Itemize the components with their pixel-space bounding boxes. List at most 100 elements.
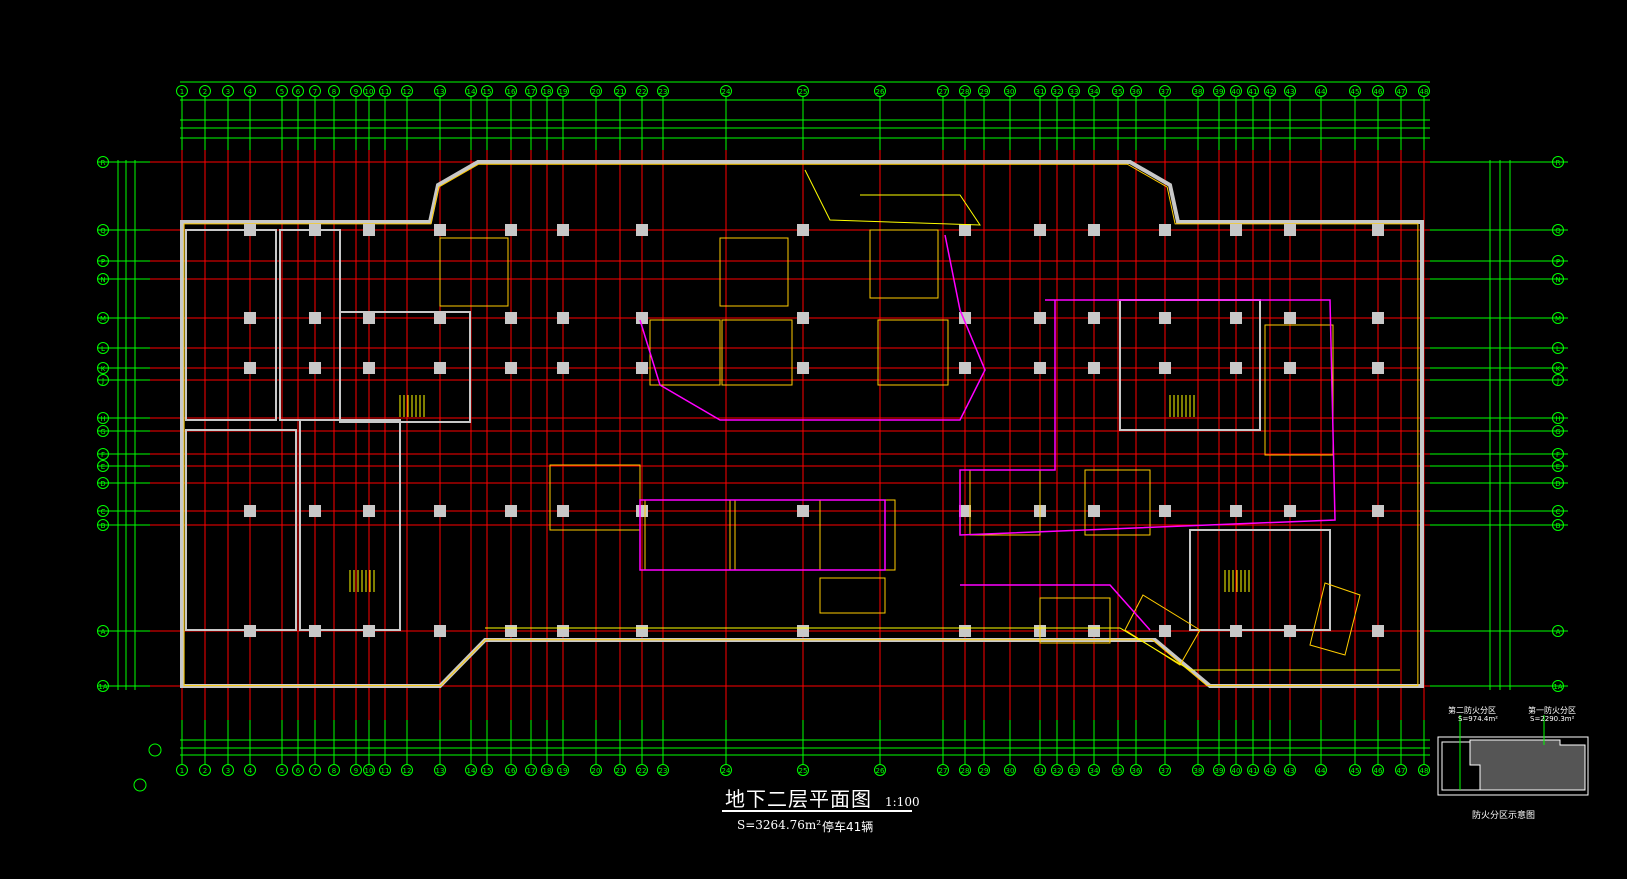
row-grid-bubble: [97, 412, 109, 424]
column-grid-label: 30: [1006, 767, 1015, 775]
structural-column: [797, 625, 809, 637]
column-grid-label: 6: [296, 767, 301, 775]
row-grid-bubble: [1552, 519, 1564, 531]
row-grid-label: N: [1555, 276, 1560, 284]
structural-column: [244, 505, 256, 517]
interior-room: [185, 429, 297, 631]
parking-bay: [649, 319, 721, 386]
column-grid-bubble: [590, 85, 602, 97]
row-grid-label: E: [101, 463, 105, 471]
structural-column: [1088, 312, 1100, 324]
column-grid-label: 43: [1286, 767, 1295, 775]
row-grid-label: A: [1556, 628, 1561, 636]
key-zone-2-area: S=974.4m²: [1458, 715, 1498, 723]
parking-bay: [549, 464, 641, 531]
structural-column: [1230, 505, 1242, 517]
column-grid-label: 11: [381, 88, 390, 96]
row-grid-label: G: [100, 428, 105, 436]
fire-zone-boundary: [639, 234, 986, 421]
structural-column: [309, 224, 321, 236]
row-grid-label: E: [1556, 463, 1560, 471]
column-grid-label: 48: [1420, 88, 1429, 96]
column-grid-label: 7: [313, 767, 317, 775]
row-grid-label: L: [101, 345, 105, 353]
structural-column: [244, 224, 256, 236]
structural-column: [1088, 224, 1100, 236]
column-grid-label: 41: [1249, 88, 1258, 96]
column-grid-label: 40: [1232, 88, 1241, 96]
column-grid-label: 20: [592, 767, 601, 775]
column-grid-bubble: [1315, 85, 1327, 97]
structural-column: [557, 224, 569, 236]
column-grid-label: 3: [226, 767, 230, 775]
row-grid-label: R: [1556, 159, 1561, 167]
structural-column: [1159, 625, 1171, 637]
structural-column: [309, 505, 321, 517]
column-grid-label: 37: [1161, 88, 1170, 96]
column-grid-bubble: [434, 764, 446, 776]
column-grid-bubble: [379, 764, 391, 776]
column-grid-label: 2: [203, 767, 207, 775]
structural-column: [363, 224, 375, 236]
column-grid-label: 37: [1161, 767, 1170, 775]
structural-column: [1230, 224, 1242, 236]
row-grid-bubble: [97, 374, 109, 386]
structural-column: [309, 312, 321, 324]
column-grid-bubble: [636, 764, 648, 776]
column-grid-label: 21: [616, 767, 625, 775]
row-grid-label: A: [101, 628, 106, 636]
column-grid-bubble: [1112, 85, 1124, 97]
column-grid-bubble: [276, 764, 288, 776]
structural-column: [1284, 625, 1296, 637]
structural-column: [505, 362, 517, 374]
column-grid-bubble: [959, 764, 971, 776]
column-grid-label: 9: [354, 88, 358, 96]
column-grid-bubble: [1230, 85, 1242, 97]
column-grid-bubble: [541, 85, 553, 97]
column-grid-label: 42: [1266, 767, 1275, 775]
column-grid-label: 31: [1036, 767, 1045, 775]
structural-column: [1372, 625, 1384, 637]
key-zone-2-label: 第二防火分区: [1448, 706, 1496, 715]
row-grid-label: M: [1555, 315, 1561, 323]
column-grid-label: 38: [1194, 88, 1203, 96]
column-grid-bubble: [1349, 764, 1361, 776]
column-grid-label: 21: [616, 88, 625, 96]
column-grid-label: 5: [280, 767, 284, 775]
column-grid-label: 47: [1397, 88, 1406, 96]
row-grid-bubble: [97, 362, 109, 374]
structural-column: [636, 362, 648, 374]
parking-bay: [1084, 469, 1151, 536]
column-grid-bubble: [797, 764, 809, 776]
column-grid-bubble: [1264, 85, 1276, 97]
column-grid-label: 20: [592, 88, 601, 96]
column-grid-label: 17: [527, 767, 536, 775]
fire-zone-boundaries: [349, 169, 1400, 671]
column-grid-label: 25: [799, 88, 808, 96]
row-grid-label: F: [101, 451, 105, 459]
structural-column: [1159, 224, 1171, 236]
column-grid-bubble: [525, 764, 537, 776]
column-grid-label: 24: [722, 767, 731, 775]
column-grid-label: 23: [659, 88, 668, 96]
row-grid-label: H: [100, 415, 105, 423]
column-grid-bubble: [1051, 85, 1063, 97]
grid-bubbles: 1122334455667788991010111112121313141415…: [97, 85, 1564, 776]
column-grid-bubble: [1418, 85, 1430, 97]
floor-area: S=3264.76m²: [737, 818, 822, 832]
column-grid-label: 30: [1006, 88, 1015, 96]
structural-column: [434, 625, 446, 637]
structural-column: [959, 625, 971, 637]
column-grid-label: 43: [1286, 88, 1295, 96]
column-grid-bubble: [309, 764, 321, 776]
column-grid-bubble: [720, 85, 732, 97]
row-grid-bubble: [97, 425, 109, 437]
column-grid-bubble: [937, 764, 949, 776]
row-grid-bubble: [1552, 312, 1564, 324]
column-grid-bubble: [244, 85, 256, 97]
structural-column: [797, 505, 809, 517]
structural-column: [363, 362, 375, 374]
column-grid-bubble: [505, 85, 517, 97]
column-grid-bubble: [244, 764, 256, 776]
column-grid-label: 29: [980, 88, 989, 96]
